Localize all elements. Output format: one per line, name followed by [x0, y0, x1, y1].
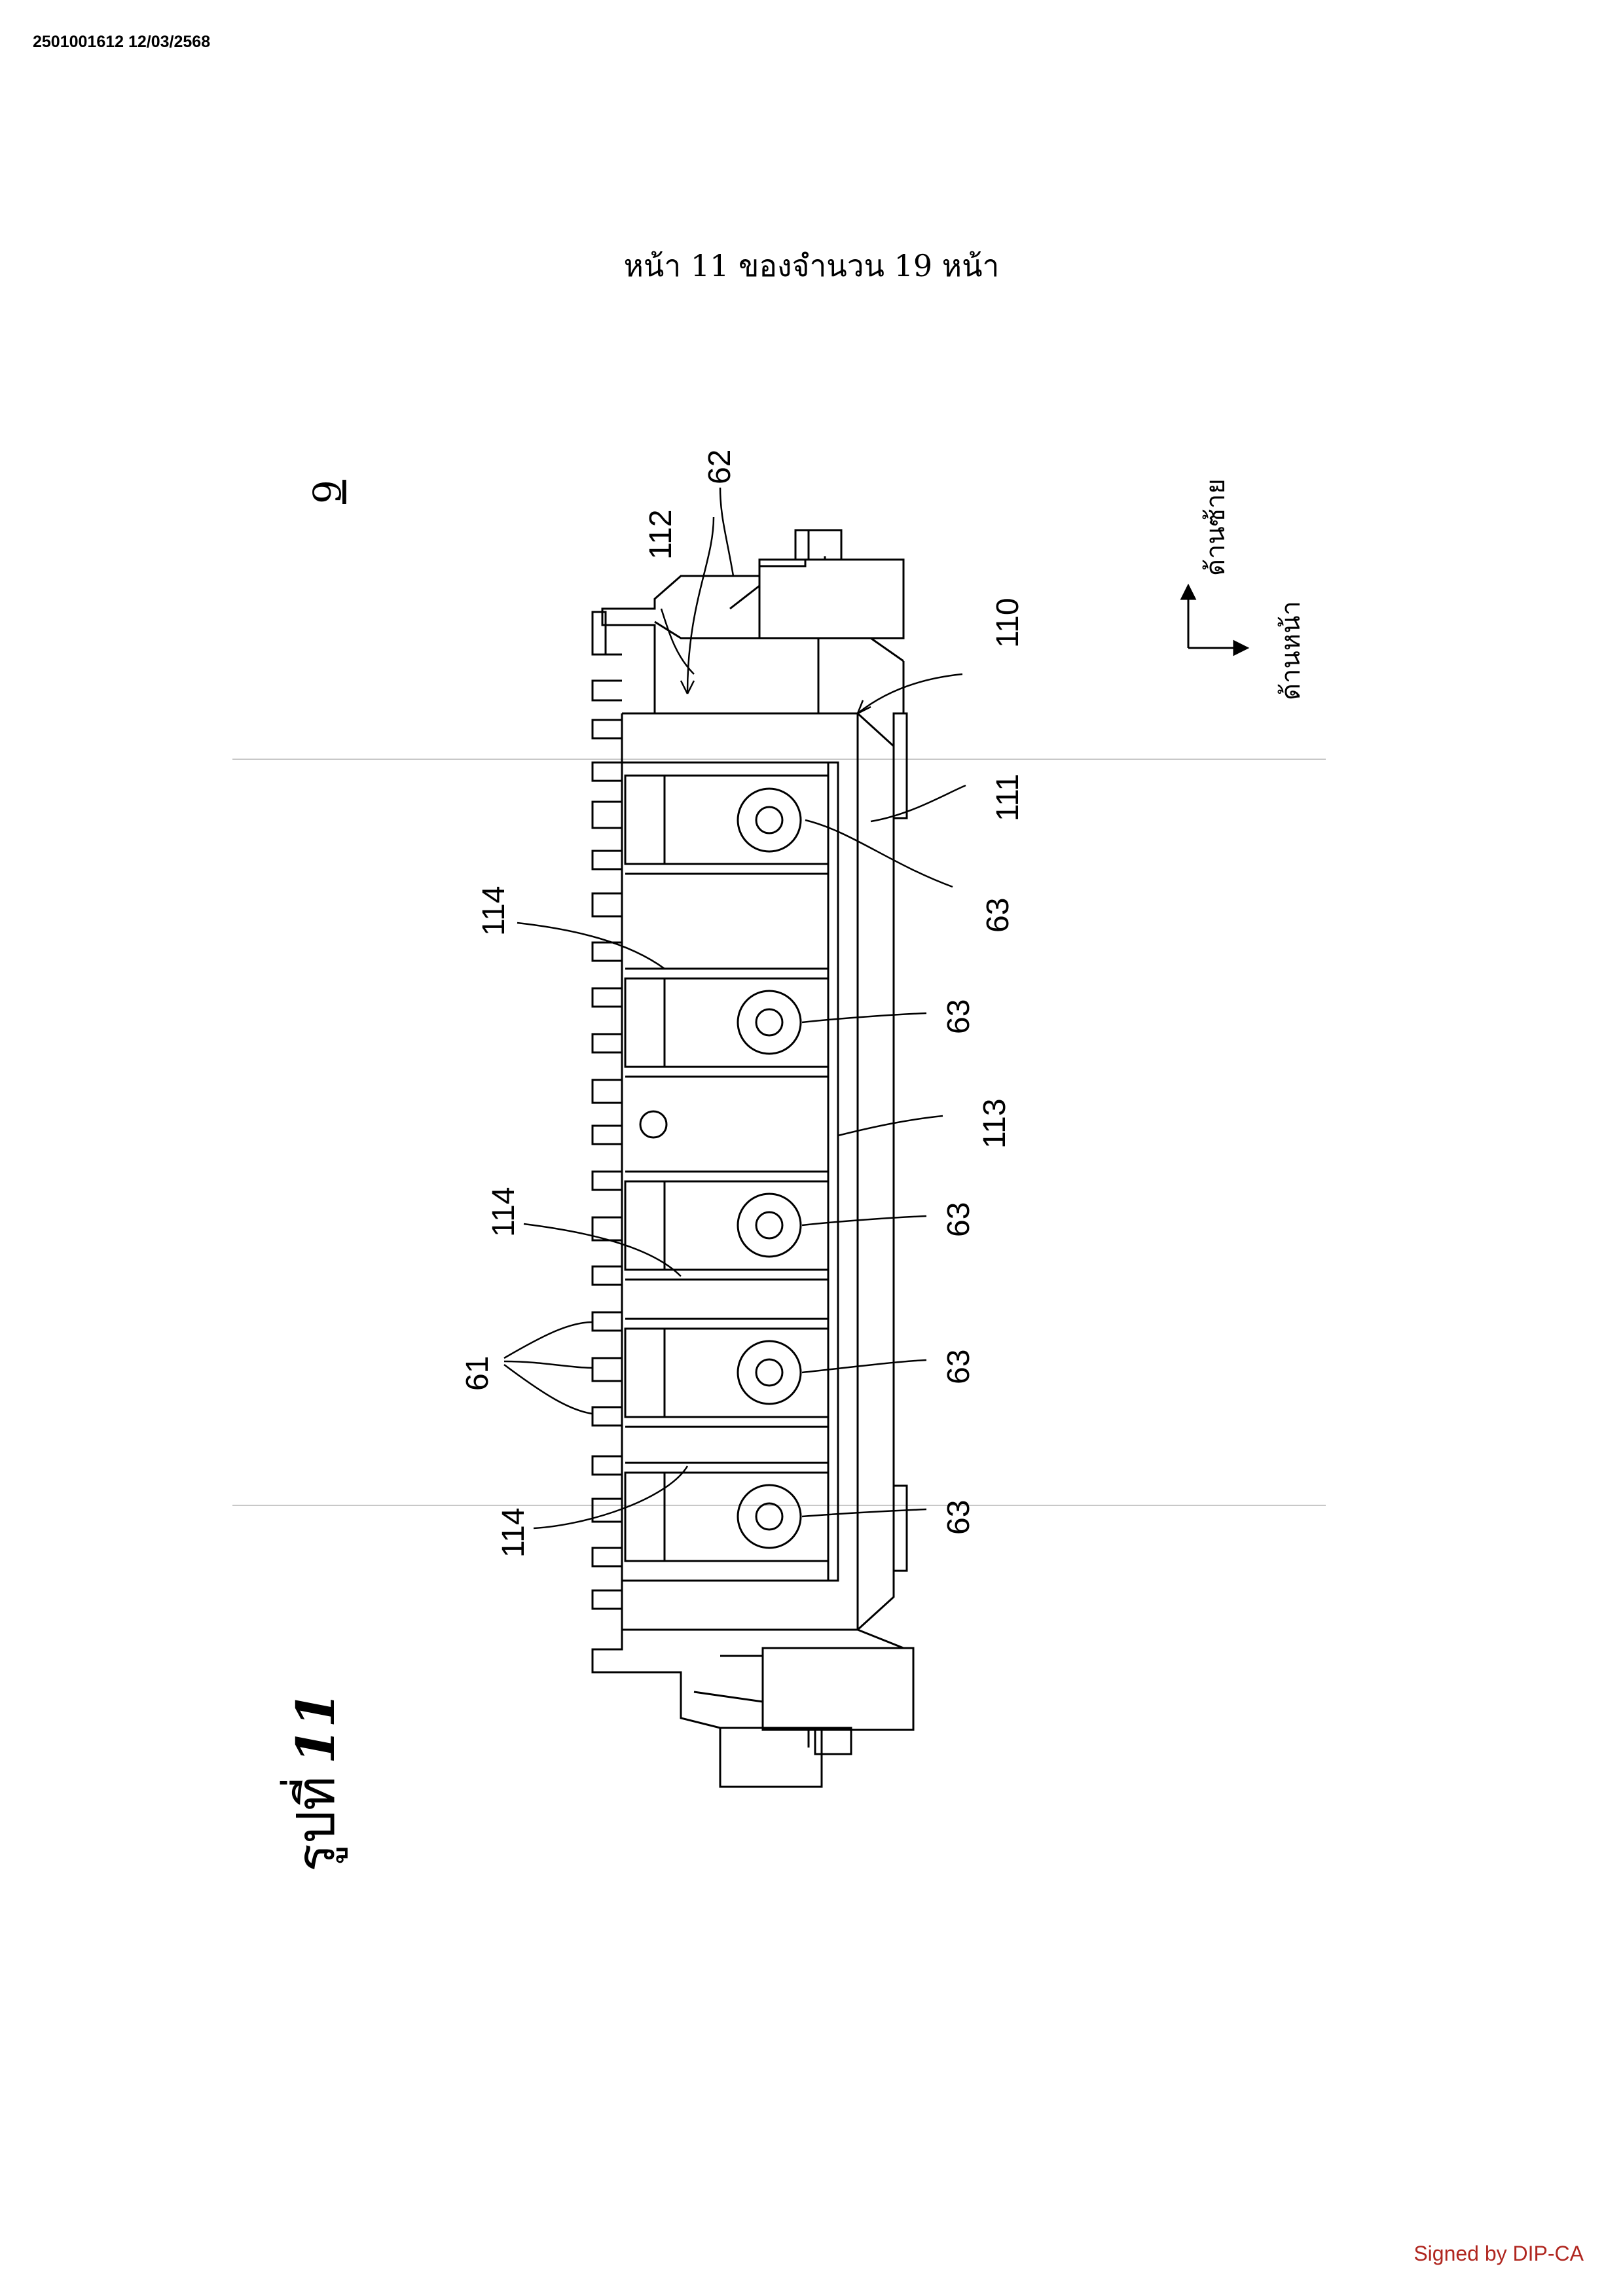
- label-112: 112: [644, 509, 678, 560]
- label-110: 110: [991, 598, 1025, 648]
- label-111: 111: [991, 774, 1025, 821]
- figure-caption: รูปที่ 11: [280, 1691, 348, 1872]
- housing-outline: [591, 529, 915, 1788]
- label-114: 114: [486, 1187, 521, 1237]
- direction-front-label: ด้านหน้า: [1276, 601, 1306, 700]
- label-63: 63: [941, 999, 976, 1034]
- label-113: 113: [977, 1098, 1012, 1149]
- label-63: 63: [981, 898, 1015, 933]
- figure-corner-mark: 9: [305, 480, 350, 504]
- compartments-114: [624, 774, 830, 1562]
- leader-lines: [503, 487, 966, 1530]
- digital-signature-text: Signed by DIP-CA: [1413, 2242, 1584, 2265]
- page-count-text: หน้า 11 ของจำนวน 19 หน้า: [623, 248, 1000, 283]
- cooling-fins-61: [591, 611, 623, 1610]
- figure-caption-number: 11: [285, 1691, 346, 1764]
- label-61: 61: [460, 1356, 495, 1391]
- label-62: 62: [702, 450, 737, 484]
- terminals-63: [639, 787, 802, 1549]
- direction-left-label: ด้านซ้าย: [1201, 478, 1231, 576]
- label-114: 114: [477, 886, 511, 936]
- figure-caption-word: รูปที่: [280, 1776, 348, 1872]
- document-id-header: 2501001612 12/03/2568: [33, 33, 211, 51]
- label-63: 63: [941, 1350, 976, 1384]
- label-63: 63: [941, 1500, 976, 1535]
- direction-arrows: [1180, 583, 1250, 656]
- label-63: 63: [941, 1202, 976, 1237]
- label-114: 114: [496, 1507, 531, 1558]
